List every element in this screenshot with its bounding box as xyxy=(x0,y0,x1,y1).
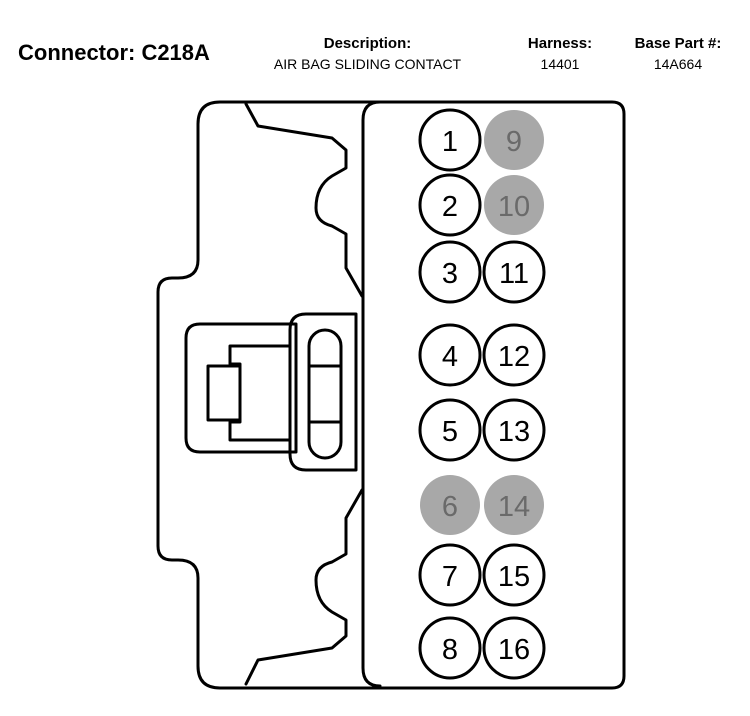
base-part-label: Base Part #: xyxy=(634,35,722,52)
locking-tab-outer xyxy=(184,322,298,454)
pin-11: 11 xyxy=(482,240,546,304)
pin-4: 4 xyxy=(418,323,482,387)
pin-14: 14 xyxy=(484,475,544,535)
locking-tab-pad xyxy=(206,364,242,422)
upper-latch xyxy=(244,102,364,298)
pin-5: 5 xyxy=(418,398,482,462)
pin-6: 6 xyxy=(420,475,480,535)
pin-2: 2 xyxy=(418,173,482,237)
pin-number: 6 xyxy=(442,491,458,523)
connector-housing xyxy=(156,100,626,690)
connector-title: Connector: C218A xyxy=(18,40,210,65)
pin-circle xyxy=(482,240,546,304)
harness-value: 14401 xyxy=(540,56,580,72)
lower-latch xyxy=(244,488,364,686)
pin-3: 3 xyxy=(418,240,482,304)
description-column: Description: AIR BAG SLIDING CONTACT xyxy=(250,34,485,74)
contact-face-panel xyxy=(361,100,382,688)
pin-circle xyxy=(482,398,546,462)
harness-column: Harness: 14401 xyxy=(515,34,605,74)
pin-number: 5 xyxy=(442,416,458,448)
pin-16: 16 xyxy=(482,616,546,680)
pin-circle xyxy=(484,110,544,170)
pin-circle xyxy=(418,398,482,462)
pin-number: 11 xyxy=(499,258,529,290)
housing-outline xyxy=(156,100,626,690)
pin-circle xyxy=(484,175,544,235)
pin-number: 2 xyxy=(442,191,458,223)
pin-number: 9 xyxy=(506,126,522,158)
pin-circle xyxy=(418,616,482,680)
pin-circle xyxy=(418,543,482,607)
latch-slot xyxy=(307,328,343,460)
harness-label: Harness: xyxy=(527,35,593,52)
pin-number: 4 xyxy=(442,341,458,373)
pin-7: 7 xyxy=(418,543,482,607)
pin-13: 13 xyxy=(482,398,546,462)
pin-circle xyxy=(420,475,480,535)
pin-1: 1 xyxy=(418,108,482,172)
latch-housing xyxy=(288,312,358,472)
pin-number: 13 xyxy=(498,416,530,448)
pin-circle xyxy=(484,475,544,535)
description-value: AIR BAG SLIDING CONTACT xyxy=(273,56,462,72)
base-part-column: Base Part #: 14A664 xyxy=(618,34,738,74)
pin-circle xyxy=(418,323,482,387)
pin-circle xyxy=(418,240,482,304)
description-label: Description: xyxy=(323,35,412,52)
pin-number: 10 xyxy=(498,191,530,223)
pin-circle xyxy=(418,173,482,237)
pin-circle xyxy=(482,323,546,387)
pin-number: 7 xyxy=(442,561,458,593)
pin-10: 10 xyxy=(484,175,544,235)
pin-circle xyxy=(482,616,546,680)
pin-15: 15 xyxy=(482,543,546,607)
pin-number: 16 xyxy=(498,634,530,666)
pin-12: 12 xyxy=(482,323,546,387)
pin-number: 14 xyxy=(498,491,530,523)
pin-circle xyxy=(482,543,546,607)
pin-number: 1 xyxy=(442,126,458,158)
pin-number: 3 xyxy=(442,258,458,290)
pin-9: 9 xyxy=(484,110,544,170)
pin-circle xyxy=(418,108,482,172)
pin-number: 12 xyxy=(498,341,530,373)
base-part-value: 14A664 xyxy=(653,56,703,72)
pin-8: 8 xyxy=(418,616,482,680)
pin-number: 8 xyxy=(442,634,458,666)
pin-number: 15 xyxy=(498,561,530,593)
